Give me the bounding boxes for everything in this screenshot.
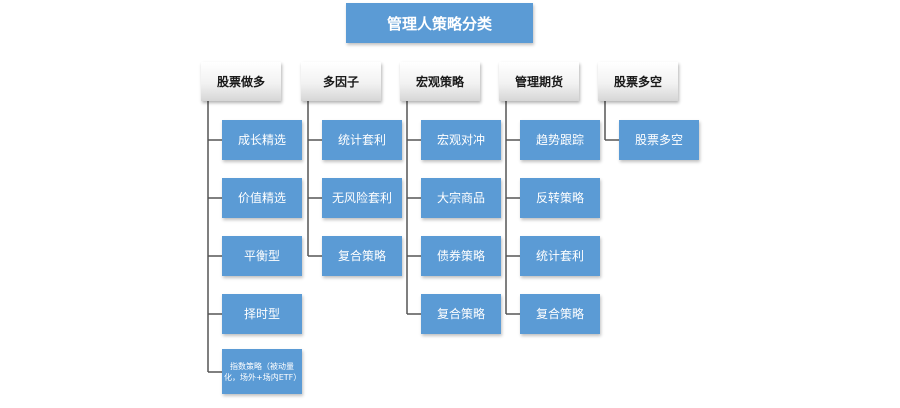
category-long-short: 股票多空: [598, 62, 678, 101]
leaf-node: 统计套利: [520, 236, 600, 276]
leaf-node: 反转策略: [520, 178, 600, 218]
leaf-node: 复合策略: [322, 236, 402, 276]
leaf-node: 指数策略（被动量化，场外+场内ETF）: [222, 349, 302, 394]
category-stock-long: 股票做多: [201, 62, 281, 101]
leaf-node: 复合策略: [421, 294, 501, 334]
leaf-node: 成长精选: [222, 120, 302, 160]
category-multi-factor: 多因子: [301, 62, 381, 101]
leaf-node: 宏观对冲: [421, 120, 501, 160]
leaf-node: 统计套利: [322, 120, 402, 160]
category-managed-futures: 管理期货: [499, 62, 579, 101]
leaf-node: 复合策略: [520, 294, 600, 334]
leaf-node: 趋势跟踪: [520, 120, 600, 160]
leaf-node: 择时型: [222, 294, 302, 334]
leaf-node: 平衡型: [222, 236, 302, 276]
root-node: 管理人策略分类: [346, 3, 533, 43]
leaf-node: 股票多空: [619, 120, 699, 160]
category-macro: 宏观策略: [400, 62, 480, 101]
leaf-node: 大宗商品: [421, 178, 501, 218]
leaf-node: 价值精选: [222, 178, 302, 218]
leaf-node: 债券策略: [421, 236, 501, 276]
leaf-node: 无风险套利: [322, 178, 402, 218]
